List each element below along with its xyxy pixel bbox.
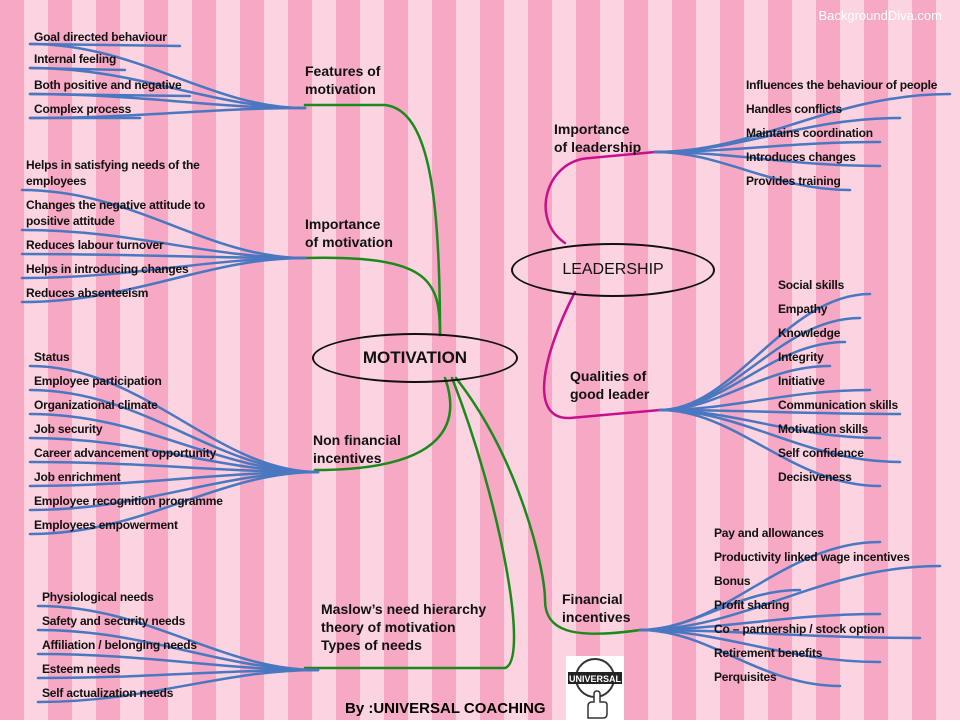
leaf-line (658, 364, 832, 412)
list-item: Introduces changes (746, 150, 856, 164)
list-item: Integrity (778, 350, 824, 364)
list-item: Co – partnership / stock option (714, 622, 885, 636)
leaf-line (638, 588, 802, 632)
qualities-of-good-leader-heading: Qualities of good leader (570, 368, 650, 402)
importance-of-leadership-heading: Importance of leadership (554, 121, 642, 155)
leaf-line (638, 628, 882, 664)
list-item: Organizational climate (34, 398, 158, 412)
logo-label: UNIVERSAL (569, 674, 622, 684)
maslow-heading: Maslow’s need hierarchy theory of motiva… (321, 601, 487, 653)
list-item: Helps in satisfying needs of the employe… (26, 158, 200, 188)
branch-line (454, 376, 642, 635)
list-item: Handles conflicts (746, 102, 842, 116)
list-item: Physiological needs (42, 590, 154, 604)
branch-line (544, 150, 657, 245)
list-item: Influences the behaviour of people (746, 78, 938, 92)
thumbs-up-hand-icon (587, 690, 608, 719)
leaf-line (658, 408, 902, 464)
list-item: Job security (34, 422, 103, 436)
list-item: Self actualization needs (42, 686, 174, 700)
leaf-line (28, 42, 182, 48)
list-item: Perquisites (714, 670, 777, 684)
list-item: Job enrichment (34, 470, 121, 484)
list-item: Complex process (34, 102, 132, 116)
list-item: Bonus (714, 574, 751, 588)
list-item: Employee participation (34, 374, 162, 388)
branch-line (303, 256, 442, 337)
branch-line (303, 376, 516, 670)
list-item: Helps in introducing changes (26, 262, 189, 276)
list-item: Employees empowerment (34, 518, 178, 532)
list-item: Career advancement opportunity (34, 446, 217, 460)
leaf-line (653, 150, 852, 192)
leaf-line (638, 628, 922, 640)
list-item: Initiative (778, 374, 825, 388)
list-item: Affiliation / belonging needs (42, 638, 197, 652)
leaf-line (20, 256, 307, 304)
list-item: Productivity linked wage incentives (714, 550, 910, 564)
leaf-line (658, 408, 902, 416)
leaf-line (658, 292, 872, 412)
list-item: Status (34, 350, 70, 364)
list-item: Social skills (778, 278, 845, 292)
list-item: Knowledge (778, 326, 841, 340)
credit-text: By :UNIVERSAL COACHING (345, 700, 546, 717)
list-item: Esteem needs (42, 662, 121, 676)
importance-of-motivation-heading: Importance of motivation (305, 216, 393, 250)
universal-logo: UNIVERSAL (566, 656, 624, 720)
list-item: Employee recognition programme (34, 494, 223, 508)
list-item: Profit sharing (714, 598, 790, 612)
list-item: Decisiveness (778, 470, 852, 484)
list-item: Retirement benefits (714, 646, 823, 660)
leaf-line (638, 628, 842, 688)
list-item: Changes the negative attitude to positiv… (26, 198, 205, 228)
motivation-oval: MOTIVATION (312, 333, 518, 383)
list-item: Pay and allowances (714, 526, 824, 540)
list-item: Empathy (778, 302, 828, 316)
leaf-line (658, 408, 882, 488)
branch-line (313, 376, 452, 472)
list-item: Reduces labour turnover (26, 238, 164, 252)
leaf-line (36, 668, 320, 704)
list-item: Reduces absenteeism (26, 286, 149, 300)
leaf-line (28, 470, 320, 536)
list-item: Safety and security needs (42, 614, 186, 628)
leadership-oval: LEADERSHIP (511, 243, 715, 297)
leaf-line (653, 150, 882, 168)
leadership-title: LEADERSHIP (562, 261, 664, 278)
non-financial-incentives-heading: Non financial incentives (313, 432, 401, 466)
features-of-motivation-heading: Features of motivation (305, 63, 381, 97)
list-item: Motivation skills (778, 422, 868, 436)
leaf-line (638, 564, 942, 632)
list-item: Internal feeling (34, 52, 117, 66)
list-item: Maintains coordination (746, 126, 873, 140)
financial-incentives-heading: Financial incentives (562, 591, 631, 625)
branch-line (303, 103, 442, 337)
motivation-title: MOTIVATION (362, 348, 468, 367)
leaf-line (20, 188, 307, 260)
branch-line (542, 290, 662, 420)
list-item: Both positive and negative (34, 78, 182, 92)
leaf-line (28, 92, 192, 98)
list-item: Provides training (746, 174, 841, 188)
leaf-line (28, 66, 127, 72)
list-item: Goal directed behaviour (34, 30, 167, 44)
list-item: Self confidence (778, 446, 864, 460)
watermark: BackgroundDiva.com (818, 8, 942, 23)
list-item: Communication skills (778, 398, 899, 412)
